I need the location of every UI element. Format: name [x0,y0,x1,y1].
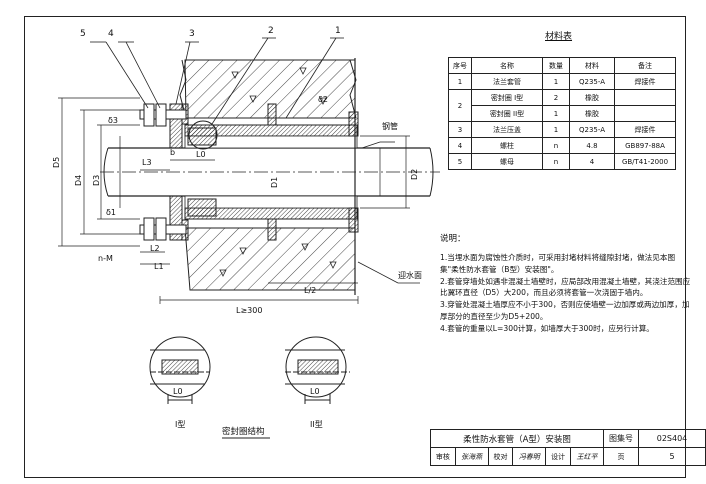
label-bolts: n-M [98,254,113,263]
label-delta3: δ3 [108,116,118,125]
table-header-row: 序号 名称 数量 材料 备注 [448,57,676,74]
callout-5: 5 [80,29,86,39]
sheet-border [24,16,686,478]
label-type2: II型 [310,420,323,429]
cell-qty: n [542,153,570,170]
callout-4: 4 [108,29,114,39]
cell-remark: GB/T41-2000 [614,153,676,170]
table-row: 5 螺母 n 4 GB/T41-2000 [448,153,676,170]
review-label: 审核 [430,447,456,466]
cell-qty: 2 [542,89,570,106]
cell-no: 2 [448,89,472,122]
material-table: 序号 名称 数量 材料 备注 1 法兰套管 1 Q235-A 焊接件 2 密封圈… [448,57,676,170]
cell-name: 法兰套管 [471,73,543,90]
label-delta2: δ2 [318,95,328,104]
label-length: L≥300 [236,306,263,315]
cell-remark [614,105,676,122]
col-no: 序号 [448,57,472,74]
table-row: 1 法兰套管 1 Q235-A 焊接件 [448,73,676,90]
label-l3: L3 [142,158,152,167]
cell-no: 5 [448,153,472,170]
label-l0: L0 [196,150,206,159]
label-half-length: L/2 [304,286,317,295]
col-name: 名称 [471,57,543,74]
check-signature: 冯春明 [512,447,547,466]
table-row: 3 法兰压盖 1 Q235-A 焊接件 [448,121,676,138]
note-item-1: 1.当埋水面为腐蚀性介质时，可采用封堵材料将缝隙封堵，做法见本图集"柔性防水套管… [440,253,676,274]
cell-material: Q235-A [569,121,615,138]
cell-remark: GB897-88A [614,137,676,154]
cell-name: 螺柱 [471,137,543,154]
cell-qty: 1 [542,105,570,122]
cell-material: 4 [569,153,615,170]
cell-remark [614,89,676,106]
design-label: 设计 [545,447,571,466]
notes-section: 说明： 1.当埋水面为腐蚀性介质时，可采用封堵材料将缝隙封堵，做法见本图集"柔性… [440,233,692,335]
cell-remark: 焊接件 [614,73,676,90]
detail-l0-type2: L0 [310,387,320,396]
atlas-label: 图集号 [603,429,639,448]
col-qty: 数量 [542,57,570,74]
review-signature: 张海燕 [454,447,489,466]
drawing-title: 柔性防水套管（A型）安装图 [430,429,604,448]
atlas-number: 02S404 [638,429,706,448]
notes-heading: 说明： [440,234,466,244]
label-l2: L2 [150,244,160,253]
label-b: b [170,148,176,157]
cell-no: 3 [448,121,472,138]
cell-qty: 1 [542,121,570,138]
cell-qty: 1 [542,73,570,90]
cell-material: 橡胶 [569,89,615,106]
detail-l0-type1: L0 [173,387,183,396]
cell-no: 4 [448,137,472,154]
table-title: 材料表 [545,32,573,42]
note-item-3: 3.穿管处混凝土墙厚应不小于300，否则应使墙壁一边加厚或两边加厚，加厚部分的直… [440,300,690,321]
design-signature: 王红平 [569,447,605,466]
cell-name: 法兰压盖 [471,121,543,138]
cell-name: 密封圈 II型 [471,105,543,122]
table-row: 密封圈 II型 1 橡胶 [449,105,676,122]
cell-material: Q235-A [569,73,615,90]
page-number: 5 [638,447,706,466]
label-water-face: 迎水面 [398,271,422,280]
note-item-2: 2.套管穿墙处如遇非混凝土墙壁时，应局部改用混凝土墙壁，其浇注范围应比翼环直径（… [440,276,691,298]
table-row: 2 密封圈 I型 2 橡胶 [448,89,676,122]
cell-name: 密封圈 I型 [471,89,543,106]
title-block-row-2: 审核 张海燕 校对 冯春明 设计 王红平 页 5 [430,447,706,466]
table-row: 4 螺柱 n 4.8 GB897-88A [448,137,676,154]
cell-no: 1 [448,73,472,90]
label-type1: I型 [175,420,186,429]
page-label: 页 [603,447,639,466]
cell-material: 橡胶 [569,105,615,122]
detail-title: 密封圈结构 [222,427,265,437]
cell-qty: n [542,137,570,154]
col-material: 材料 [569,57,615,74]
label-l1: L1 [154,262,164,271]
check-label: 校对 [487,447,514,466]
label-delta1: δ1 [106,208,116,217]
cell-material: 4.8 [569,137,615,154]
callout-2: 2 [268,26,274,36]
callout-3: 3 [189,29,195,39]
callout-1: 1 [335,26,341,36]
note-item-4: 4.套管的重量以L=300计算，如墙厚大于300时，应另行计算。 [440,323,654,333]
col-remark: 备注 [614,57,676,74]
cell-name: 螺母 [471,153,543,170]
title-block-row-1: 柔性防水套管（A型）安装图 图集号 02S404 [430,429,706,448]
cell-remark: 焊接件 [614,121,676,138]
label-pipe: 钢管 [382,122,398,131]
title-block: 柔性防水套管（A型）安装图 图集号 02S404 审核 张海燕 校对 冯春明 设… [430,429,706,466]
